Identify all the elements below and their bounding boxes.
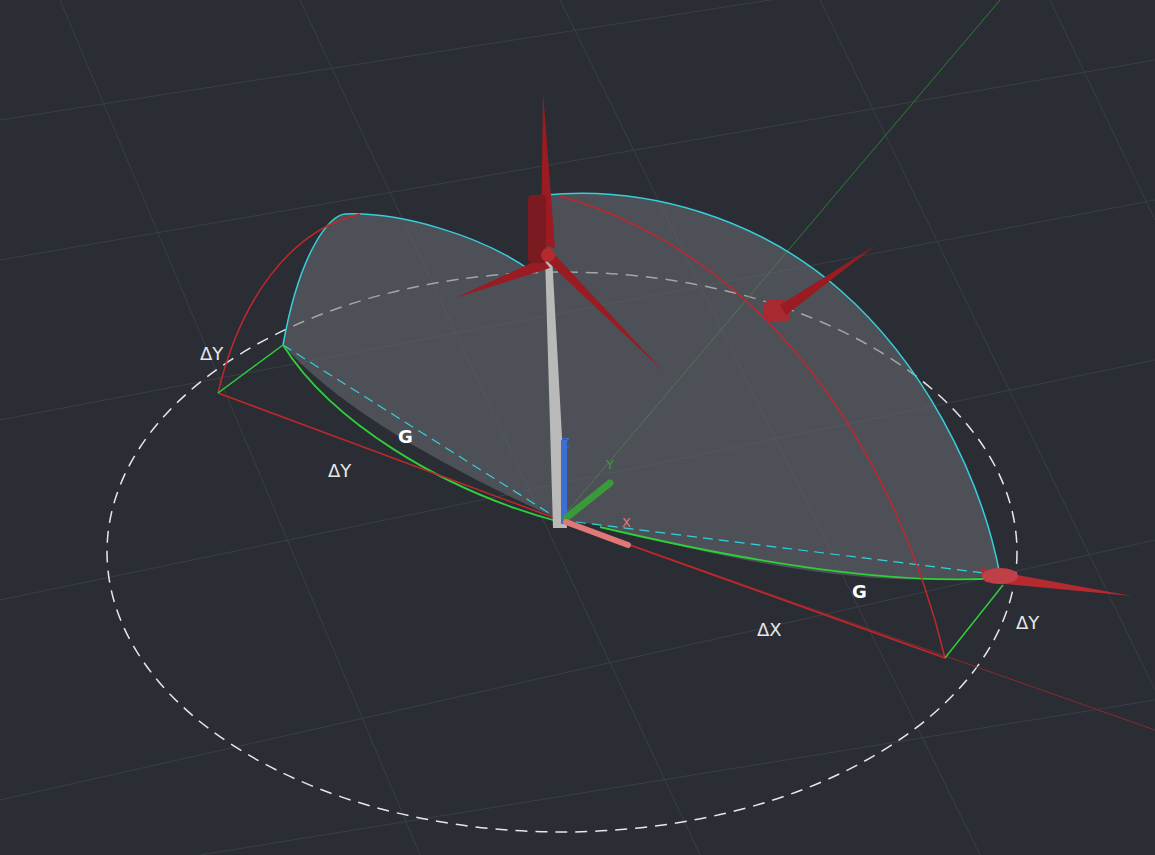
ground-track: [600, 527, 1000, 579]
axis-letter: Z: [561, 436, 570, 449]
dimension-label: ΔY: [1016, 614, 1039, 632]
sweep-surface: [283, 193, 1000, 580]
offset-line: [218, 345, 283, 393]
dimension-label: ΔY: [328, 462, 351, 480]
axis-letter: Y: [606, 458, 614, 471]
ground-track: [283, 345, 560, 522]
curve-label: G: [398, 428, 413, 446]
blade-path: [545, 193, 1000, 575]
offset-arc: [560, 196, 945, 658]
curve-label: G: [852, 583, 867, 601]
offset-line: [218, 393, 560, 520]
ucs-icon: [561, 440, 628, 545]
offset-arc: [218, 214, 360, 393]
dimension-label: ΔY: [200, 345, 223, 363]
tower: [545, 255, 567, 528]
rotor: [980, 568, 1132, 596]
rotor: [764, 245, 876, 322]
offset-line: [945, 585, 1003, 658]
dimension-label: ΔX: [757, 621, 782, 639]
axis-letter: X: [622, 516, 631, 529]
offset-line: [560, 520, 945, 658]
rotor: [455, 92, 662, 370]
blade-path: [283, 214, 530, 345]
